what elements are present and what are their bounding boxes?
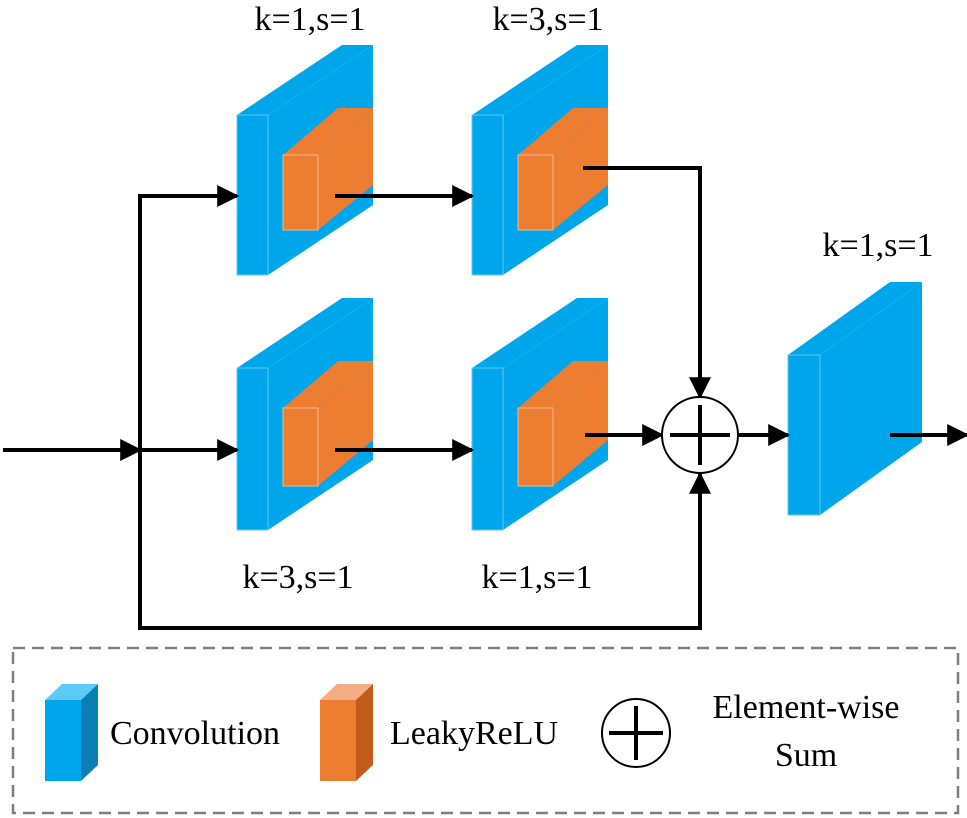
relu-side-face: [553, 361, 608, 486]
conv-front-face: [787, 354, 821, 516]
relu-front-face: [282, 154, 319, 231]
relu-top-face: [283, 361, 373, 408]
label-bottom-conv1: k=3,s=1: [242, 559, 353, 596]
relu-side-face: [318, 361, 373, 486]
conv-front-face: [471, 367, 504, 531]
legend-conv-top: [45, 684, 98, 700]
relu-front-face: [282, 407, 319, 487]
arrow-top-branch-to-sum: [583, 166, 711, 400]
conv-top-face: [788, 282, 922, 355]
connections: [3, 166, 967, 630]
label-final-conv: k=1,s=1: [822, 227, 933, 264]
legend-conv-front: [45, 700, 81, 781]
top-conv-block-1: [236, 45, 373, 276]
relu-front-face: [517, 154, 554, 231]
conv-top-face: [472, 45, 608, 115]
conv-top-face: [237, 298, 373, 368]
legend-relu-label: LeakyReLU: [390, 715, 558, 752]
arrow-shortcut-to-sum: [138, 471, 711, 630]
label-bottom-conv2: k=1,s=1: [481, 559, 592, 596]
bottom-conv-block-2: [471, 298, 608, 531]
relu-top-face: [518, 361, 608, 408]
relu-side-face: [553, 108, 608, 230]
conv-top-face: [472, 298, 608, 368]
legend-relu-top: [320, 684, 373, 700]
legend-sum-icon: [601, 698, 671, 768]
legend-conv-icon: [45, 684, 98, 781]
legend: Convolution LeakyReLU Element-wise Sum: [11, 646, 960, 815]
legend-relu-side: [356, 684, 373, 781]
legend-relu-icon: [320, 684, 373, 781]
relu-top-face: [283, 108, 373, 155]
top-conv-block-2: [471, 45, 608, 276]
relu-top-face: [518, 108, 608, 155]
legend-relu-front: [320, 700, 356, 781]
conv-front-face: [236, 367, 269, 531]
legend-sum-label-line2: Sum: [775, 737, 837, 774]
relu-front-face: [517, 407, 554, 487]
conv-top-face: [237, 45, 373, 115]
label-top-conv1: k=1,s=1: [254, 1, 365, 38]
conv-side-face: [820, 282, 922, 515]
bottom-conv-block-1: [236, 298, 373, 531]
legend-conv-side: [81, 684, 98, 781]
relu-side-face: [318, 108, 373, 230]
legend-conv-label: Convolution: [110, 715, 280, 752]
final-conv-block: [787, 282, 922, 516]
legend-sum-label-line1: Element-wise: [713, 689, 900, 726]
label-top-conv2: k=3,s=1: [492, 1, 603, 38]
sum-node: [661, 396, 739, 474]
conv-front-face: [471, 114, 504, 276]
legend-border: [11, 646, 960, 815]
conv-front-face: [236, 114, 269, 276]
